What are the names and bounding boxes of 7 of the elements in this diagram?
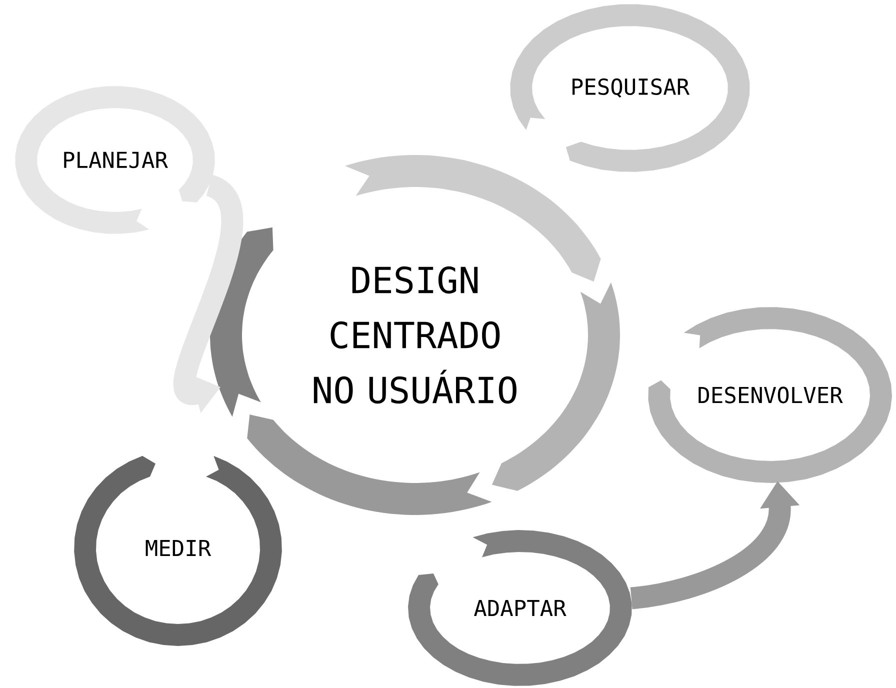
cycle-ring: ADAPTAR	[408, 530, 632, 686]
cycle-ring: PLANEJAR	[15, 86, 215, 234]
cycle-ring: PESQUISAR	[510, 4, 750, 172]
cycle-ring: MEDIR	[74, 456, 282, 646]
cycle-ring: DESIGN CENTRADO NO USUÁRIO	[210, 155, 620, 515]
cycle-ring: DESENVOLVER	[648, 307, 892, 483]
node-label: CENTRADO NO USUÁRIO	[314, 321, 516, 404]
